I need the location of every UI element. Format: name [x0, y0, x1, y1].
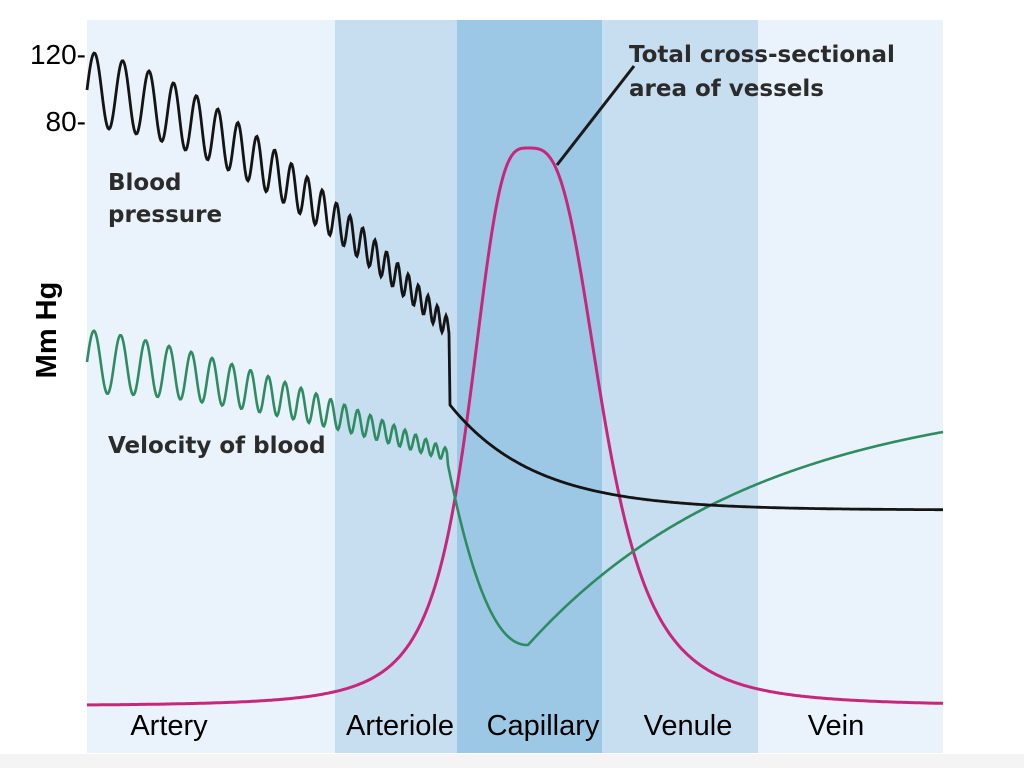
region-band-capillary: [457, 20, 602, 753]
area-leader-line: [555, 65, 636, 166]
blood-pressure-label-line1: Blood: [108, 170, 181, 196]
region-label-capillary: Capillary: [487, 710, 600, 742]
region-band-vein: [758, 20, 943, 753]
region-label-arteriole: Arteriole: [346, 710, 454, 742]
region-label-venule: Venule: [644, 710, 733, 742]
region-band-venule: [602, 20, 758, 753]
bottom-strip: [0, 754, 1024, 768]
region-label-artery: Artery: [130, 710, 208, 742]
region-band-arteriole: [335, 20, 457, 753]
region-band-artery: [87, 20, 335, 753]
velocity-curve: [85, 329, 944, 647]
region-bands: [87, 20, 943, 753]
cross-section-label-line1: Total cross-sectional: [629, 42, 895, 68]
cross-section-label-line2: area of vessels: [629, 76, 824, 102]
y-axis-title: Mm Hg: [31, 282, 63, 379]
tick-120: 120-: [30, 39, 86, 70]
tick-80: 80-: [46, 106, 86, 137]
cross-sectional-area-curve: [86, 146, 944, 707]
velocity-label: Velocity of blood: [108, 433, 326, 459]
blood-pressure-label-line2: pressure: [108, 202, 222, 228]
region-label-vein: Vein: [808, 710, 864, 742]
blood-pressure-curve: [85, 51, 943, 512]
